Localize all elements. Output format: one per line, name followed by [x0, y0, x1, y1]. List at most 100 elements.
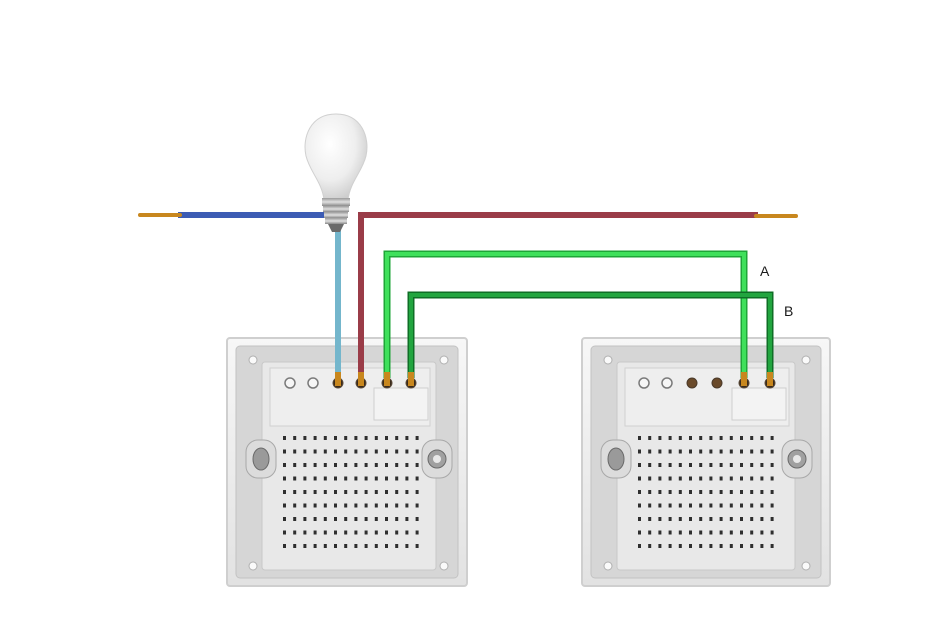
vent-hole	[283, 436, 286, 440]
vent-hole	[364, 544, 368, 548]
vent-hole	[760, 530, 764, 535]
vent-hole	[709, 544, 713, 548]
vent-hole	[303, 490, 307, 494]
vent-hole	[719, 503, 723, 508]
vent-hole	[385, 449, 388, 454]
vent-hole	[283, 544, 286, 548]
vent-hole	[374, 530, 378, 535]
vent-hole	[689, 517, 692, 521]
vent-hole	[334, 517, 337, 521]
vent-hole	[678, 517, 682, 521]
switch-left	[226, 337, 468, 587]
vent-hole	[750, 490, 754, 494]
vent-hole	[385, 530, 388, 535]
vent-hole	[405, 517, 409, 521]
vent-hole	[344, 463, 348, 467]
vent-hole	[770, 463, 774, 467]
vent-hole	[323, 517, 327, 521]
vent-hole	[405, 463, 409, 467]
vent-hole	[344, 449, 348, 454]
vent-hole	[678, 530, 682, 535]
vent-hole	[740, 449, 743, 454]
vent-hole	[719, 530, 723, 535]
vent-hole	[374, 517, 378, 521]
vent-hole	[354, 517, 358, 521]
vent-hole	[668, 463, 672, 467]
vent-hole	[323, 503, 327, 508]
vent-hole	[719, 490, 723, 494]
vent-hole	[395, 530, 399, 535]
vent-hole	[658, 530, 662, 535]
vent-hole	[323, 436, 327, 440]
vent-hole	[415, 476, 419, 481]
vent-hole	[354, 503, 358, 508]
vent-hole	[750, 449, 754, 454]
vent-hole	[323, 476, 327, 481]
vent-hole	[729, 463, 733, 467]
vent-hole	[405, 530, 409, 535]
vent-hole	[668, 490, 672, 494]
vent-hole	[750, 436, 754, 440]
vent-hole	[334, 436, 337, 440]
vent-hole	[760, 544, 764, 548]
vent-hole	[770, 544, 774, 548]
vent-hole	[689, 449, 692, 454]
vent-hole	[395, 476, 399, 481]
vent-hole	[740, 436, 743, 440]
vent-hole	[709, 530, 713, 535]
vent-hole	[740, 503, 743, 508]
vent-hole	[740, 530, 743, 535]
vent-hole	[405, 436, 409, 440]
vent-hole	[313, 449, 317, 454]
vent-hole	[283, 530, 286, 535]
vent-hole	[364, 476, 368, 481]
vent-hole	[648, 463, 652, 467]
vent-hole	[323, 449, 327, 454]
vent-hole	[405, 503, 409, 508]
traveler-wire-b	[407, 291, 774, 378]
vent-hole	[638, 463, 641, 467]
terminal-copper-ends	[335, 372, 773, 386]
vent-hole	[395, 436, 399, 440]
vent-hole	[293, 476, 297, 481]
vent-hole	[699, 517, 703, 521]
vent-hole	[638, 436, 641, 440]
vent-hole	[668, 544, 672, 548]
vent-hole	[334, 449, 337, 454]
vent-hole	[678, 490, 682, 494]
vent-hole	[638, 544, 641, 548]
vent-hole	[709, 463, 713, 467]
switch-left-vent-grid	[283, 436, 419, 548]
vent-hole	[658, 544, 662, 548]
vent-hole	[638, 530, 641, 535]
vent-hole	[699, 490, 703, 494]
vent-hole	[313, 544, 317, 548]
vent-hole	[760, 449, 764, 454]
vent-hole	[658, 476, 662, 481]
wire-label-a: A	[760, 263, 770, 279]
vent-hole	[344, 436, 348, 440]
vent-hole	[293, 463, 297, 467]
vent-hole	[334, 476, 337, 481]
vent-hole	[648, 476, 652, 481]
vent-hole	[344, 476, 348, 481]
vent-hole	[689, 476, 692, 481]
vent-hole	[729, 503, 733, 508]
vent-hole	[415, 503, 419, 508]
vent-hole	[658, 490, 662, 494]
vent-hole	[395, 503, 399, 508]
vent-hole	[648, 436, 652, 440]
vent-hole	[283, 449, 286, 454]
vent-hole	[344, 490, 348, 494]
vent-hole	[658, 436, 662, 440]
vent-hole	[678, 503, 682, 508]
vent-hole	[760, 490, 764, 494]
vent-hole	[760, 463, 764, 467]
vent-hole	[374, 544, 378, 548]
vent-hole	[689, 436, 692, 440]
vent-hole	[364, 530, 368, 535]
vent-hole	[678, 544, 682, 548]
vent-hole	[293, 544, 297, 548]
vent-hole	[405, 476, 409, 481]
vent-hole	[709, 517, 713, 521]
